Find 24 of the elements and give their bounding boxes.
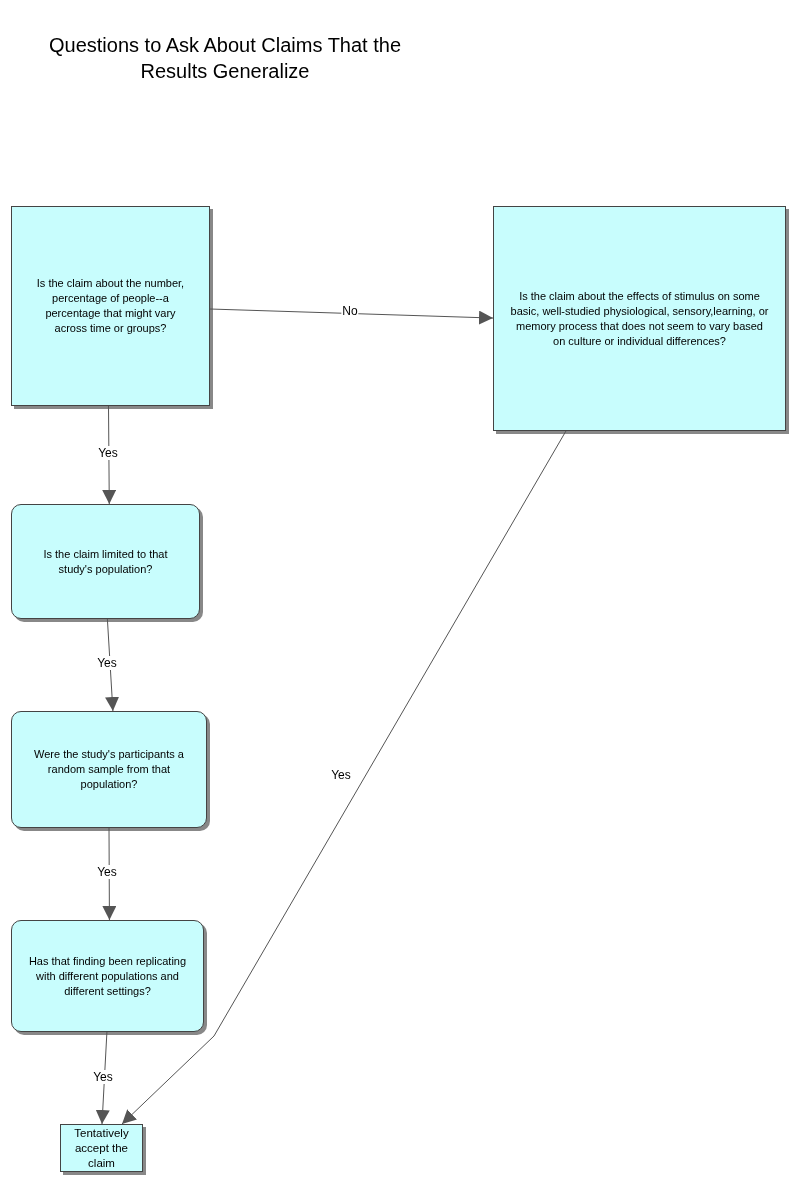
edge-label: Yes bbox=[92, 1070, 114, 1084]
arrow bbox=[209, 308, 494, 325]
arrow bbox=[102, 405, 117, 505]
diagram-title: Questions to Ask About Claims That the Results Generalize bbox=[47, 33, 402, 84]
node-text: Were the study's participants a random sample from that population? bbox=[33, 747, 185, 792]
decision-box bbox=[11, 920, 204, 1032]
node-text: Tentatively accept the claim bbox=[73, 1125, 130, 1171]
decision-box bbox=[11, 504, 200, 619]
arrow bbox=[121, 430, 567, 1125]
edge-label: Yes bbox=[96, 656, 118, 670]
node-text: Has that finding been replicating with different populations and different settings? bbox=[28, 953, 187, 999]
outcome-box bbox=[60, 1124, 143, 1172]
node-text: Is the claim about the effects of stimulus on some basic, well-studied physiological, sensory,learning, or memory process that does not seem to vary based on culture or individual differences? bbox=[510, 288, 769, 349]
question-box bbox=[11, 206, 210, 406]
edge-label: No bbox=[341, 304, 359, 318]
node-text: Is the claim about the number, percentage of people--a percentage that might vary across time or groups? bbox=[35, 276, 186, 336]
decision-box bbox=[11, 711, 207, 828]
arrow bbox=[105, 618, 120, 712]
edge-label: Yes bbox=[96, 865, 118, 879]
node-text: Is the claim limited to that study's population? bbox=[42, 546, 169, 577]
edge-label: Yes bbox=[97, 446, 119, 460]
question-box bbox=[493, 206, 786, 431]
edge-label: Yes bbox=[330, 768, 352, 782]
arrow bbox=[95, 1031, 110, 1125]
